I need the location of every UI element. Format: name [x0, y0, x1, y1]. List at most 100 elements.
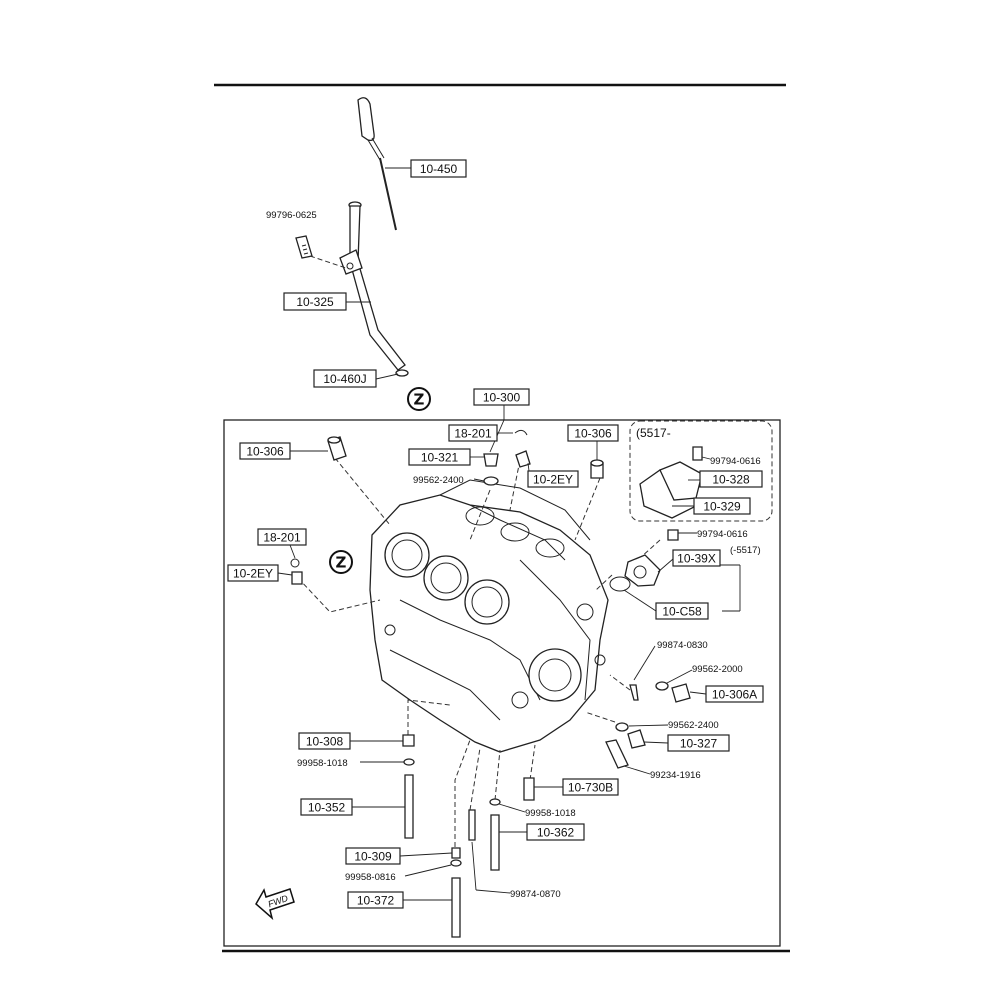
- callout-10-306A: 10-306A: [705, 685, 764, 703]
- bolt-10-372: [451, 877, 461, 938]
- marker-z-top: Z: [407, 387, 431, 411]
- washer-99958-1018-right: [489, 798, 501, 806]
- bolt-99874-0870: [468, 809, 476, 841]
- pin-18-201-top: [514, 429, 528, 436]
- svg-text:10-329: 10-329: [703, 500, 741, 514]
- cylinder-block-frame: [223, 419, 781, 947]
- callout-18-201-left: 18-201: [257, 528, 307, 546]
- o-ring-10-C58: [609, 576, 631, 592]
- dipstick-tube: [339, 201, 406, 371]
- variant-label-5517-until: (-5517): [730, 545, 761, 556]
- callout-10-362: 10-362: [526, 823, 585, 841]
- marker-z-block: Z: [329, 550, 353, 574]
- callout-99562-2400-right: 99562-2400: [668, 720, 719, 731]
- bolt-99794-0616-a: [692, 446, 703, 461]
- svg-text:10-730B: 10-730B: [568, 781, 613, 795]
- variant-5517-group: [629, 420, 773, 522]
- svg-text:10-309: 10-309: [354, 850, 392, 864]
- callout-99234-1916: 99234-1916: [650, 770, 701, 781]
- dowel-10-2EY-left: [291, 571, 303, 585]
- washer-99562-2000: [655, 681, 669, 691]
- callout-10-306-left: 10-306: [239, 442, 291, 460]
- bolt-10-362: [490, 814, 500, 871]
- svg-text:10-450: 10-450: [420, 162, 458, 176]
- callout-10-372: 10-372: [347, 891, 404, 909]
- cover-10-328: [659, 461, 703, 501]
- svg-text:10-328: 10-328: [712, 473, 750, 487]
- svg-text:10-308: 10-308: [306, 735, 344, 749]
- bolt-99794-0616-b: [667, 529, 679, 541]
- svg-text:10-327: 10-327: [680, 737, 718, 751]
- svg-text:10-2EY: 10-2EY: [233, 567, 273, 581]
- callout-99958-0816: 99958-0816: [345, 872, 396, 883]
- callout-99958-1018-left: 99958-1018: [297, 758, 348, 769]
- washer-99562-2400-top: [483, 476, 499, 486]
- washer-99958-1018-left: [403, 758, 415, 766]
- callout-10-352: 10-352: [300, 798, 353, 816]
- callout-10-2EY-left: 10-2EY: [227, 564, 279, 582]
- svg-text:10-306: 10-306: [246, 445, 284, 459]
- dipstick: [357, 97, 397, 231]
- bolt-10-352: [404, 774, 414, 839]
- plug-10-321: [483, 453, 499, 467]
- washer-99958-0816: [450, 859, 462, 867]
- callout-99874-0830: 99874-0830: [657, 640, 708, 651]
- svg-text:10-39X: 10-39X: [677, 552, 716, 566]
- svg-text:10-C58: 10-C58: [662, 605, 702, 619]
- callout-99562-2400-top: 99562-2400: [413, 475, 464, 486]
- callout-10-39X: 10-39X: [672, 549, 721, 567]
- callout-99796-0625: 99796-0625: [266, 210, 317, 221]
- variant-label-5517-from: (5517-: [636, 426, 671, 440]
- stud-10-730B: [523, 777, 535, 801]
- dipstick-bolt: [295, 235, 347, 269]
- dowel-10-2EY-top: [515, 450, 531, 468]
- block-leaders: [297, 457, 661, 855]
- svg-text:10-372: 10-372: [357, 894, 395, 908]
- washer-99562-2400: [615, 722, 629, 732]
- svg-text:18-201: 18-201: [454, 427, 492, 441]
- callout-10-460J: 10-460J: [313, 369, 377, 388]
- svg-text:Z: Z: [336, 554, 347, 572]
- callout-10-730B: 10-730B: [562, 778, 619, 796]
- cover-10-39X: [624, 554, 661, 587]
- svg-text:10-352: 10-352: [308, 801, 346, 815]
- svg-text:Z: Z: [414, 391, 425, 409]
- sleeve-99234-1916: [605, 739, 629, 769]
- callout-10-327: 10-327: [667, 734, 730, 752]
- callout-99794-0616-a: 99794-0616: [710, 456, 761, 467]
- callout-99874-0870: 99874-0870: [510, 889, 561, 900]
- callout-99794-0616-b: 99794-0616: [697, 529, 748, 540]
- callout-10-308: 10-308: [298, 732, 351, 750]
- callout-10-328: 10-328: [699, 470, 763, 488]
- fwd-arrow-icon: FWD: [255, 888, 295, 921]
- sleeve-10-308: [402, 734, 415, 747]
- callout-18-201-top: 18-201: [448, 424, 498, 442]
- plug-top-left: [327, 436, 341, 444]
- callout-10-309: 10-309: [345, 847, 401, 865]
- svg-text:10-321: 10-321: [421, 451, 459, 465]
- plug-top-right: [590, 459, 604, 467]
- svg-text:10-306: 10-306: [574, 427, 612, 441]
- callout-10-329: 10-329: [693, 497, 751, 515]
- callout-10-325: 10-325: [283, 292, 347, 311]
- leader-lines: [277, 167, 741, 901]
- dipstick-o-ring: [395, 369, 409, 377]
- callout-10-2EY-top: 10-2EY: [527, 470, 579, 488]
- cylinder-block: [369, 479, 609, 753]
- callout-99562-2000: 99562-2000: [692, 664, 743, 675]
- pin-18-201-left: [290, 558, 300, 568]
- plug-10-306A: [671, 683, 691, 703]
- svg-text:10-300: 10-300: [483, 391, 521, 405]
- svg-text:10-325: 10-325: [296, 295, 334, 309]
- svg-text:10-306A: 10-306A: [712, 688, 757, 702]
- callout-10-300: 10-300: [473, 388, 530, 406]
- plug-10-327: [627, 729, 646, 749]
- callout-10-C58: 10-C58: [655, 602, 709, 620]
- callout-10-321: 10-321: [408, 448, 471, 466]
- svg-text:10-362: 10-362: [537, 826, 575, 840]
- sleeve-10-309: [451, 847, 461, 859]
- cover-10-39X-boss: [633, 565, 647, 579]
- svg-text:10-2EY: 10-2EY: [533, 473, 573, 487]
- svg-text:18-201: 18-201: [263, 531, 301, 545]
